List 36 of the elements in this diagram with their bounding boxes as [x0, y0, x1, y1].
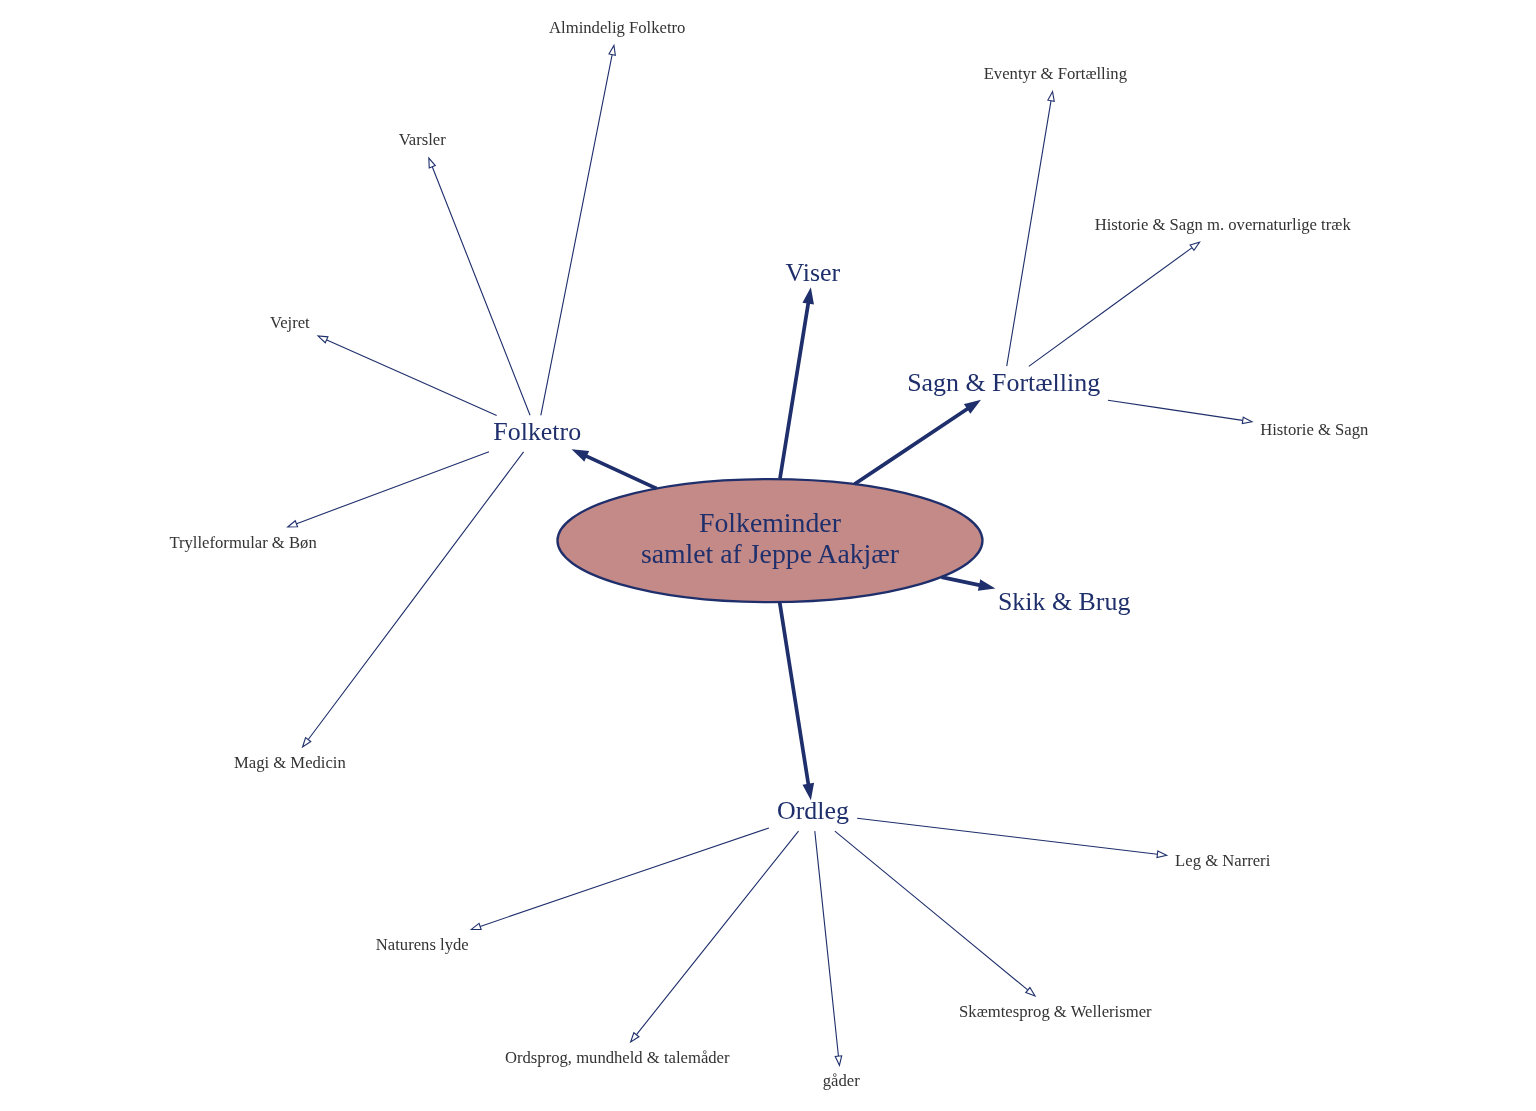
arrow: [1106, 399, 1254, 425]
node-text: Ordsprog, mundheld & talemåder: [504, 1047, 730, 1067]
node-text: Skæmtesprog & Wellerismer: [958, 1001, 1152, 1021]
node-text: Almindelig Folketro: [548, 17, 685, 37]
node-text: Sagn & Fortælling: [906, 367, 1100, 397]
arrow: [853, 399, 981, 486]
arrow: [777, 287, 814, 480]
arrow: [1005, 89, 1055, 367]
arrow: [469, 827, 769, 931]
node-text: Folketro: [492, 416, 581, 446]
arrow: [1027, 241, 1201, 367]
arrow: [777, 601, 814, 801]
node-text: Historie & Sagn: [1259, 420, 1368, 440]
arrow: [833, 830, 1036, 998]
node-text: Vejret: [269, 312, 310, 332]
node-text: Magi & Medicin: [233, 753, 346, 773]
arrow: [629, 830, 799, 1044]
arrow: [856, 817, 1168, 859]
arrow: [571, 449, 657, 491]
node-text: Viser: [785, 257, 840, 287]
arrow: [813, 830, 842, 1067]
node-text: Ordleg: [776, 796, 849, 826]
node-text: Trylleformular & Bøn: [168, 532, 317, 552]
node-text: Eventyr & Fortælling: [983, 63, 1127, 83]
node-text: gåder: [822, 1071, 860, 1091]
node-text: Naturens lyde: [375, 935, 469, 955]
arrow: [316, 335, 497, 417]
arrow: [539, 43, 616, 416]
arrow: [427, 156, 531, 416]
node-text: Historie & Sagn m. overnaturlige træk: [1094, 214, 1351, 234]
node-text: Skik & Brug: [997, 586, 1130, 616]
node-text: Leg & Narreri: [1174, 851, 1270, 871]
arrow: [285, 451, 490, 528]
node-text: Varsler: [398, 130, 446, 150]
arrow: [301, 451, 524, 749]
arrow: [940, 575, 995, 591]
